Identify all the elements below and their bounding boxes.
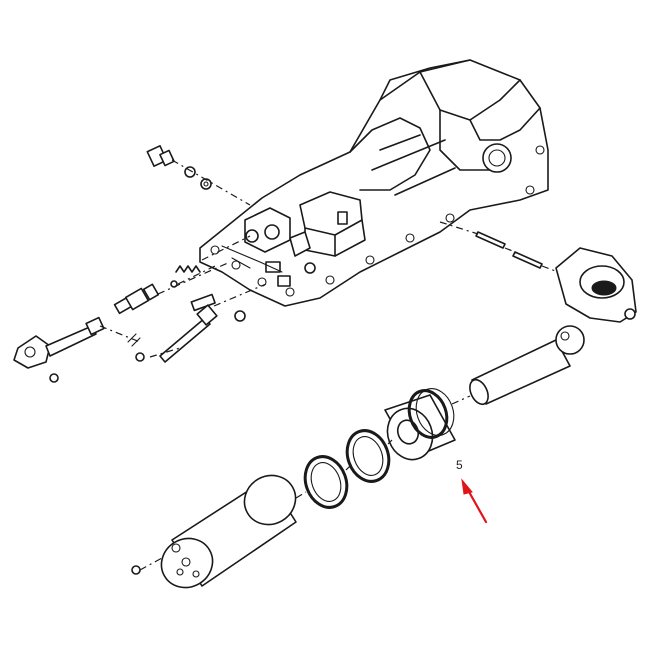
spring-and-screw: [170, 265, 246, 322]
lift-arm-head: [555, 247, 637, 323]
o-ring-large: [345, 429, 391, 483]
lift-cover-housing: [199, 59, 549, 307]
cylinder-sleeve: [131, 474, 297, 589]
linkage-arm: [13, 316, 105, 383]
long-bolt: [127, 304, 218, 363]
cylinder-assembly: [131, 231, 637, 589]
part-callout-number: 5: [456, 458, 463, 472]
assembly-centerlines: [99, 159, 559, 571]
piston-rod: [469, 325, 585, 406]
plug-fitting: [146, 144, 212, 190]
piston: [384, 388, 456, 461]
pointer-arrow: [461, 478, 488, 524]
o-ring-small: [303, 455, 349, 509]
sensor-fitting: [113, 283, 160, 315]
